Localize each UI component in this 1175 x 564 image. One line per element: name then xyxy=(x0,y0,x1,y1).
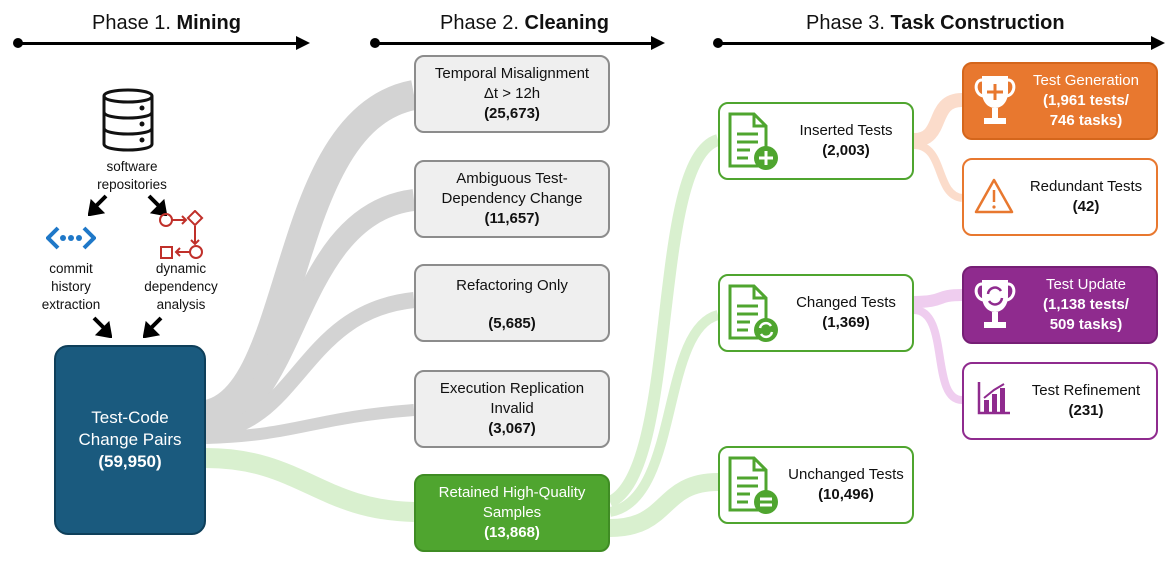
flow-to-test-refinement xyxy=(913,306,963,404)
repo-label: software repositories xyxy=(97,159,167,192)
inserted-title: Inserted Tests xyxy=(799,122,893,139)
generation-title: Test Generation xyxy=(1033,72,1139,89)
retained-count: (13,868) xyxy=(484,524,540,541)
arrow-down-right-icon-2 xyxy=(92,316,112,338)
git-commit-icon xyxy=(46,226,96,250)
flow-to-ambiguous xyxy=(203,189,416,436)
phase-1-label: Phase 1. xyxy=(92,12,171,34)
phase-3-name: Task Construction xyxy=(890,12,1065,34)
update-line1: (1,138 tests/ xyxy=(1043,296,1129,313)
temporal-misalignment-box: Temporal Misalignment Δt > 12h (25,673) xyxy=(414,55,610,133)
arrow-down-left-icon-2 xyxy=(143,316,163,338)
document-refresh-icon xyxy=(728,284,778,342)
pairs-title: Test-Code Change Pairs xyxy=(78,408,182,449)
pairs-count: (59,950) xyxy=(98,452,162,471)
temporal-sub: Δt > 12h xyxy=(483,85,541,102)
execution-count: (3,067) xyxy=(488,420,536,437)
redundant-title: Redundant Tests xyxy=(1029,178,1143,195)
ambiguous-change-box: Ambiguous Test-Dependency Change (11,657… xyxy=(414,160,610,238)
unchanged-title: Unchanged Tests xyxy=(788,466,904,483)
phase-2-arrow xyxy=(370,36,665,50)
flow-to-execution xyxy=(205,404,415,444)
redundant-tests-box: Redundant Tests (42) xyxy=(962,158,1158,236)
ambiguous-title: Ambiguous Test-Dependency Change xyxy=(441,170,583,207)
refactoring-count: (5,685) xyxy=(488,315,536,332)
unchanged-count: (10,496) xyxy=(818,486,874,503)
arrow-down-left-icon xyxy=(88,194,108,216)
document-plus-icon xyxy=(728,112,778,170)
warning-icon xyxy=(974,178,1014,214)
phase-1-title: Phase 1. Mining xyxy=(92,12,241,35)
document-equal-icon xyxy=(728,456,778,514)
phase-3-arrow xyxy=(713,36,1165,50)
generation-line1: (1,961 tests/ xyxy=(1043,92,1129,109)
refactoring-only-box: Refactoring Only (5,685) xyxy=(414,264,610,342)
flow-to-unchanged xyxy=(609,473,719,537)
retained-samples-box: Retained High-Quality Samples (13,868) xyxy=(414,474,610,552)
flow-to-refactoring xyxy=(205,292,415,440)
phase-2-label: Phase 2. xyxy=(440,12,519,34)
dependency-graph-icon xyxy=(159,210,204,259)
execution-title: Execution Replication Invalid xyxy=(439,380,585,417)
refinement-count: (231) xyxy=(1068,402,1104,419)
temporal-count: (25,673) xyxy=(484,105,540,122)
retained-title: Retained High-Quality Samples xyxy=(438,484,586,521)
ambiguous-count: (11,657) xyxy=(484,210,540,227)
trophy-plus-icon xyxy=(974,76,1016,124)
refactoring-title: Refactoring Only xyxy=(456,277,568,294)
flow-to-retained xyxy=(205,448,415,522)
bar-chart-icon xyxy=(977,382,1010,415)
database-icon xyxy=(102,88,154,152)
flow-to-test-update xyxy=(913,289,963,308)
phase-2-name: Cleaning xyxy=(524,12,609,34)
commit-label: commit history extraction xyxy=(41,261,101,312)
flow-to-test-generation xyxy=(913,93,963,147)
flow-to-temporal xyxy=(202,80,418,430)
phase-2-title: Phase 2. Cleaning xyxy=(440,12,609,35)
changed-count: (1,369) xyxy=(822,314,870,331)
phase-3-label: Phase 3. xyxy=(806,12,885,34)
redundant-count: (42) xyxy=(1072,198,1100,215)
update-line2: 509 tasks) xyxy=(1049,316,1123,333)
dependency-label: dynamic dependency analysis xyxy=(144,261,218,312)
temporal-title: Temporal Misalignment xyxy=(434,65,590,82)
flow-to-changed xyxy=(608,310,720,517)
test-refinement-box: Test Refinement (231) xyxy=(962,362,1158,440)
trophy-refresh-icon xyxy=(974,280,1016,328)
phase-3-title: Phase 3. Task Construction xyxy=(806,12,1065,35)
phase-1-name: Mining xyxy=(176,12,241,34)
arrow-down-right-icon xyxy=(147,194,167,216)
changed-title: Changed Tests xyxy=(796,294,896,311)
phase-1-arrow xyxy=(13,36,310,50)
refinement-title: Test Refinement xyxy=(1031,382,1141,399)
generation-line2: 746 tasks) xyxy=(1049,112,1123,129)
execution-invalid-box: Execution Replication Invalid (3,067) xyxy=(414,370,610,448)
inserted-count: (2,003) xyxy=(822,142,870,159)
flow-to-inserted xyxy=(606,134,721,508)
update-title: Test Update xyxy=(1045,276,1127,293)
flow-to-redundant xyxy=(913,141,964,202)
test-code-change-pairs-box: Test-Code Change Pairs (59,950) xyxy=(54,345,206,535)
